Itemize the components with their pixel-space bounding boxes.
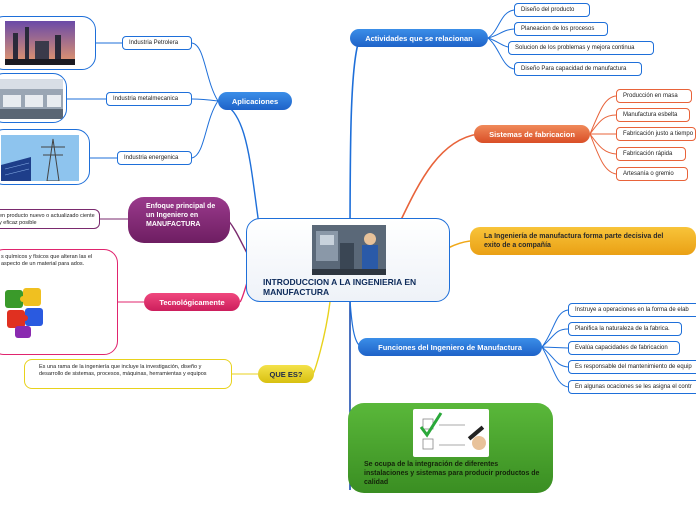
factory-worker-icon	[312, 225, 386, 275]
integracion-text: Se ocupa de la integración de diferentes…	[364, 461, 540, 486]
actividades-item-4[interactable]: Diseño Para capacidad de manufactura	[514, 62, 642, 76]
puzzle-icon	[5, 288, 43, 338]
central-title: INTRODUCCION A LA INGENIERIA EN MANUFACT…	[263, 277, 417, 298]
refinery-image	[0, 16, 96, 70]
aplicaciones-item-1[interactable]: Industria Petrolera	[122, 36, 192, 50]
tecnologicamente-note-text: s químicos y físicos que alteran las el …	[1, 254, 93, 268]
refinery-icon	[5, 21, 75, 65]
sistemas-item-5[interactable]: Artesanía o gremio	[616, 167, 688, 181]
solar-tower-icon	[1, 135, 79, 181]
enfoque-topic[interactable]: Enfoque principal de un Ingeniero en MAN…	[128, 197, 230, 243]
assembly-line-icon	[0, 79, 63, 119]
actividades-item-2[interactable]: Planeacion de los procesos	[514, 22, 608, 36]
metalworking-image	[0, 73, 67, 123]
actividades-item-3[interactable]: Solucion de los problemas y mejora conti…	[508, 41, 654, 55]
que-es-topic[interactable]: QUE ES?	[258, 365, 314, 383]
funciones-item-2[interactable]: Planifica la naturaleza de la fabrica.	[568, 322, 682, 336]
funciones-item-3[interactable]: Evalúa capacidades de fabricacion	[568, 341, 680, 355]
decisiva-label: La Ingeniería de manufactura forma parte…	[484, 233, 664, 249]
integracion-topic[interactable]: Se ocupa de la integración de diferentes…	[348, 403, 553, 493]
actividades-item-1[interactable]: Diseño del producto	[514, 3, 590, 17]
aplicaciones-item-2[interactable]: Industria metalmecanica	[106, 92, 192, 106]
sistemas-topic[interactable]: Sistemas de fabricacion	[474, 125, 590, 143]
sistemas-item-1[interactable]: Producción en masa	[616, 89, 692, 103]
aplicaciones-item-3[interactable]: Industria energenica	[117, 151, 192, 165]
checklist-image	[413, 409, 489, 457]
aplicaciones-topic[interactable]: Aplicaciones	[218, 92, 292, 110]
actividades-topic[interactable]: Actividades que se relacionan	[350, 29, 488, 47]
decisiva-topic[interactable]: La Ingeniería de manufactura forma parte…	[470, 227, 696, 255]
funciones-item-1[interactable]: Instruye a operaciones en la forma de el…	[568, 303, 696, 317]
tecnologicamente-note[interactable]: s químicos y físicos que alteran las el …	[0, 249, 118, 355]
sistemas-item-2[interactable]: Manufactura esbelta	[616, 108, 690, 122]
funciones-item-4[interactable]: Es responsable del mantenimiento de equi…	[568, 360, 696, 374]
funciones-topic[interactable]: Funciones del Ingeniero de Manufactura	[358, 338, 542, 356]
checklist-icon	[419, 412, 486, 450]
que-es-note[interactable]: Es una rama de la ingeniería que incluye…	[24, 359, 232, 389]
funciones-item-5[interactable]: En algunas ocaciones se les asigna el co…	[568, 380, 696, 394]
sistemas-item-4[interactable]: Fabricación rápida	[616, 147, 686, 161]
que-es-note-text: Es una rama de la ingeniería que incluye…	[39, 364, 207, 378]
enfoque-note[interactable]: en producto nuevo o actualizado ciente y…	[0, 209, 100, 229]
central-topic[interactable]: INTRODUCCION A LA INGENIERIA EN MANUFACT…	[246, 218, 450, 302]
enfoque-label: Enfoque principal de un Ingeniero en MAN…	[146, 203, 216, 228]
enfoque-note-text: en producto nuevo o actualizado ciente y…	[0, 213, 95, 227]
energy-image	[0, 129, 90, 185]
sistemas-item-3[interactable]: Fabricación justo a tiempo	[616, 127, 696, 141]
tecnologicamente-topic[interactable]: Tecnológicamente	[144, 293, 240, 311]
